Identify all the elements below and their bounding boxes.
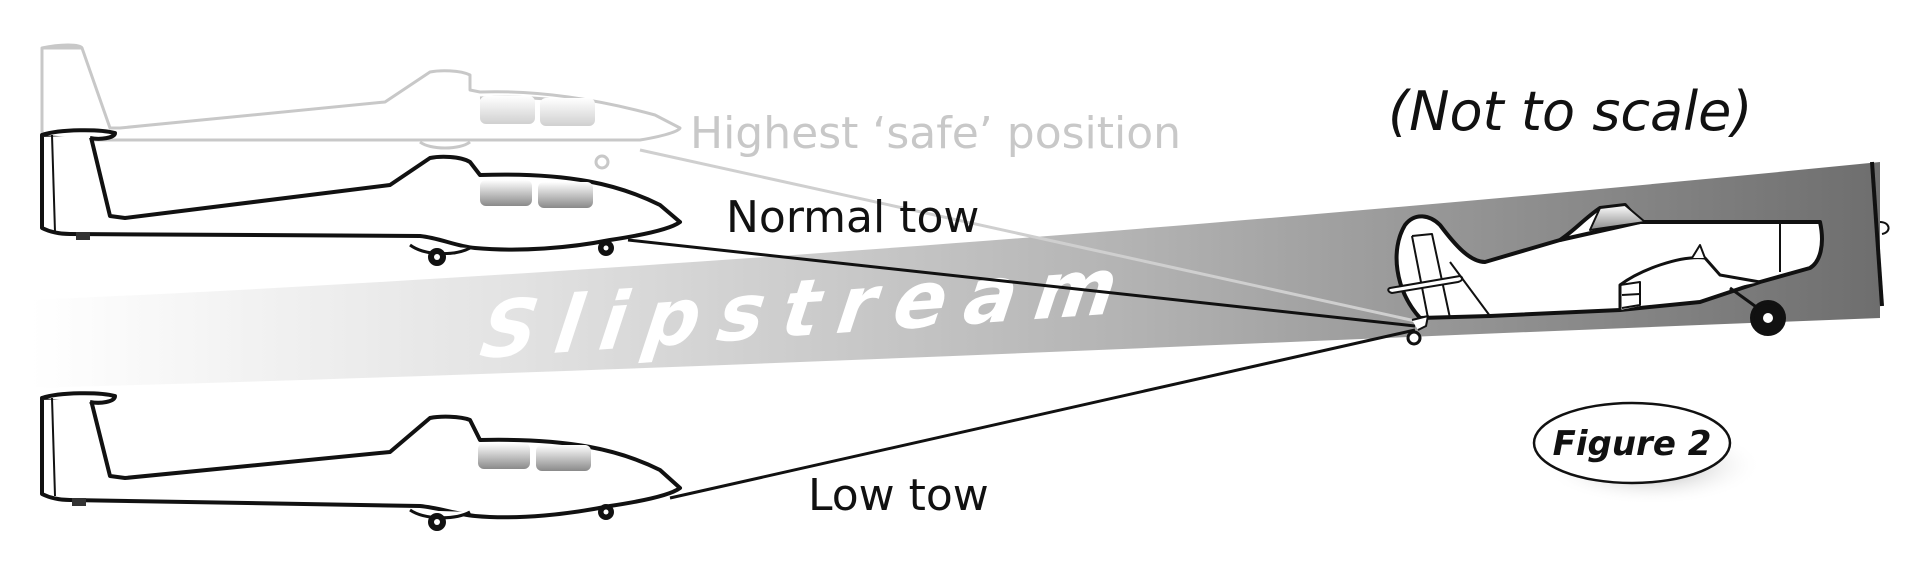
label-low-tow: Low tow	[808, 470, 989, 521]
glider-low-tow	[40, 391, 682, 531]
not-to-scale-note: (Not to scale)	[1388, 80, 1752, 143]
figure-badge: Figure 2	[1532, 401, 1762, 505]
label-highest-safe: Highest ‘safe’ position	[690, 108, 1181, 159]
tow-rope-low	[669, 328, 1416, 500]
glider-normal-tow	[40, 128, 682, 266]
tow-rope-highest	[639, 148, 1421, 324]
tow-plane	[1387, 161, 1890, 346]
tow-rope-normal	[627, 238, 1416, 328]
label-normal-tow: Normal tow	[726, 192, 979, 243]
glider-highest-safe	[40, 43, 682, 170]
figure-label: Figure 2	[1553, 424, 1712, 464]
